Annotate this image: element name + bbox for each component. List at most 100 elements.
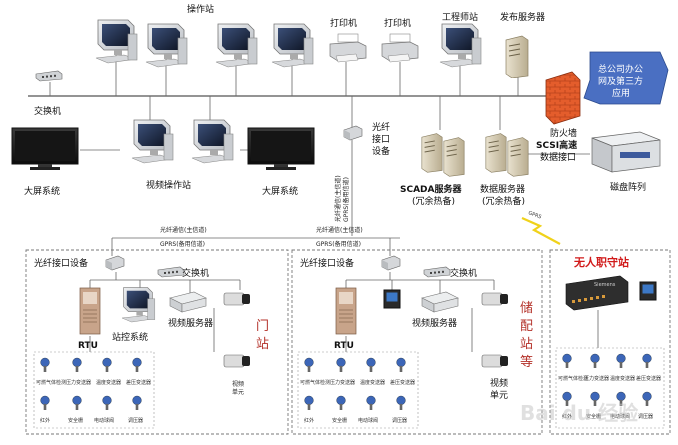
fiber-interface-icon-mid — [381, 255, 401, 271]
sensor-pressure-icon-mid — [336, 357, 346, 373]
scada-server-icon-1 — [421, 133, 443, 173]
sensor-temp-icon-right — [616, 353, 626, 369]
switch-icon-mid — [423, 266, 451, 278]
camera-icon-mid-1 — [481, 292, 509, 306]
label-sensor-right-r1-1: 压力变送器 — [584, 375, 609, 382]
label-company-office-3: 应用 — [612, 87, 630, 99]
label-fiber-top-3: 设备 — [372, 145, 390, 157]
gate-station: 光纤接口设备 交换机 RTU 站控系统 视频服务器 视频 单元 门 站 可燃气体… — [33, 255, 269, 429]
storage-station-box — [291, 249, 543, 435]
label-sensor-left-r2-2: 电动球阀 — [94, 417, 114, 424]
unmanned-station: 无人职守站 Siemens 可燃气体检测 压力变送器 温度变送器 差压变送器 红… — [555, 255, 665, 429]
sensor-group-left — [33, 351, 155, 429]
publish-server-icon — [505, 35, 529, 78]
data-server-icon-2 — [507, 137, 529, 177]
sensor-valve-icon-mid — [366, 395, 376, 411]
label-sensor-right-r1-0: 可燃气体检测 — [558, 375, 588, 382]
sensor-pressure-icon-right — [590, 353, 600, 369]
control-panel-icon-mid — [383, 289, 401, 309]
label-video-operator: 视频操作站 — [146, 179, 191, 191]
rtu-icon-left — [79, 287, 101, 335]
video-operator-pc-2 — [191, 119, 234, 164]
engineer-station-icon — [439, 23, 482, 68]
label-scsi-2: 数据接口 — [540, 151, 576, 163]
sensor-diff-icon-left — [132, 357, 142, 373]
label-fiber-device-left: 光纤接口设备 — [34, 257, 88, 269]
label-printer-1: 打印机 — [330, 17, 357, 29]
label-storage-1: 储 — [520, 301, 533, 316]
sensor-gas-icon-left — [40, 357, 50, 373]
label-gate-station-1: 门 — [256, 319, 269, 334]
sensor-regulator-icon-mid — [396, 395, 406, 411]
sensor-diff-icon-mid — [396, 357, 406, 373]
label-publish-server: 发布服务器 — [500, 11, 545, 23]
label-video-unit-left-1: 视频 — [232, 380, 244, 388]
label-sensor-left-r2-1: 安全栅 — [68, 417, 83, 424]
label-scada-server-2: (冗余热备) — [412, 195, 455, 207]
video-server-icon-left — [169, 291, 207, 313]
label-gate-station-2: 站 — [256, 337, 269, 352]
label-company-office-2: 网及第三方 — [598, 75, 643, 87]
label-operator-station: 操作站 — [187, 3, 214, 15]
label-video-unit-mid-2: 单元 — [490, 389, 508, 401]
label-sensor-mid-r1-1: 压力变送器 — [330, 379, 355, 386]
label-station-control: 站控系统 — [112, 331, 148, 343]
label-channel-mid-2: GPRS(备用信道) — [316, 240, 361, 248]
label-engineer-station: 工程师站 — [442, 11, 478, 23]
printer-icon-2 — [381, 33, 419, 63]
label-switch-mid: 交换机 — [450, 267, 477, 279]
label-sensor-left-r2-0: 红外 — [40, 417, 50, 424]
sensor-diff-icon-right — [642, 353, 652, 369]
label-switch-left: 交换机 — [182, 267, 209, 279]
sensor-barrier-icon-mid — [336, 395, 346, 411]
label-firewall: 防火墙 — [550, 127, 577, 139]
label-scsi-1: SCSI高速 — [536, 139, 577, 151]
label-rtu-mid: RTU — [334, 341, 354, 351]
label-sensor-mid-r1-0: 可燃气体检测 — [300, 379, 330, 386]
big-screen-left-icon — [11, 127, 79, 171]
label-channel-mid-1: 光纤通信(主信道) — [316, 226, 363, 234]
label-sensor-right-r1-2: 温度变送器 — [610, 375, 635, 382]
station-control-pc-icon — [121, 287, 156, 323]
operator-pc-2 — [145, 23, 188, 68]
rtu-module-icon-right: Siemens — [565, 275, 629, 311]
sensor-regulator-icon-left — [132, 395, 142, 411]
camera-icon-left-1 — [223, 292, 251, 306]
label-data-server-1: 数据服务器 — [480, 183, 525, 195]
label-video-unit-left-2: 单元 — [232, 388, 244, 396]
label-sensor-right-r1-3: 差压变送器 — [636, 375, 661, 382]
sensor-group-right — [555, 347, 665, 429]
label-sensor-right-r2-0: 红外 — [562, 413, 572, 420]
label-sensor-mid-r2-3: 调压器 — [392, 417, 407, 424]
label-sensor-mid-r1-2: 温度变送器 — [360, 379, 385, 386]
label-rtu-brand: Siemens — [594, 282, 616, 288]
label-sensor-mid-r1-3: 差压变送器 — [390, 379, 415, 386]
big-screen-right-icon — [247, 127, 315, 171]
switch-icon-left — [157, 266, 185, 278]
label-vertical-channel-2: GPRS(备用信道) — [342, 177, 350, 222]
sensor-group-mid — [297, 351, 419, 429]
operator-pc-4 — [271, 23, 314, 68]
label-channel-left-2: GPRS(备用信道) — [160, 240, 205, 248]
label-gprs-diag: GPRS — [527, 210, 542, 220]
label-unmanned-station: 无人职守站 — [573, 255, 629, 269]
label-sensor-right-r2-3: 调压器 — [638, 413, 653, 420]
label-printer-2: 打印机 — [384, 17, 411, 29]
label-sensor-left-r2-3: 调压器 — [128, 417, 143, 424]
label-company-office-1: 总公司办公 — [598, 63, 643, 75]
label-video-server-mid: 视频服务器 — [412, 317, 457, 329]
printer-icon-1 — [329, 33, 367, 63]
label-sensor-mid-r2-0: 红外 — [304, 417, 314, 424]
gate-station-box — [25, 249, 289, 435]
sensor-ir-icon-mid — [304, 395, 314, 411]
label-storage-2: 配 — [520, 319, 533, 334]
sensor-ir-icon-left — [40, 395, 50, 411]
unmanned-station-box — [549, 249, 671, 435]
camera-icon-left-2 — [223, 354, 251, 368]
label-rtu-left: RTU — [78, 341, 98, 351]
fiber-interface-icon-left — [105, 255, 125, 271]
sensor-pressure-icon-left — [72, 357, 82, 373]
vertical-channel-labels: 光纤通信(主信道) GPRS(备用信道) — [334, 175, 350, 222]
